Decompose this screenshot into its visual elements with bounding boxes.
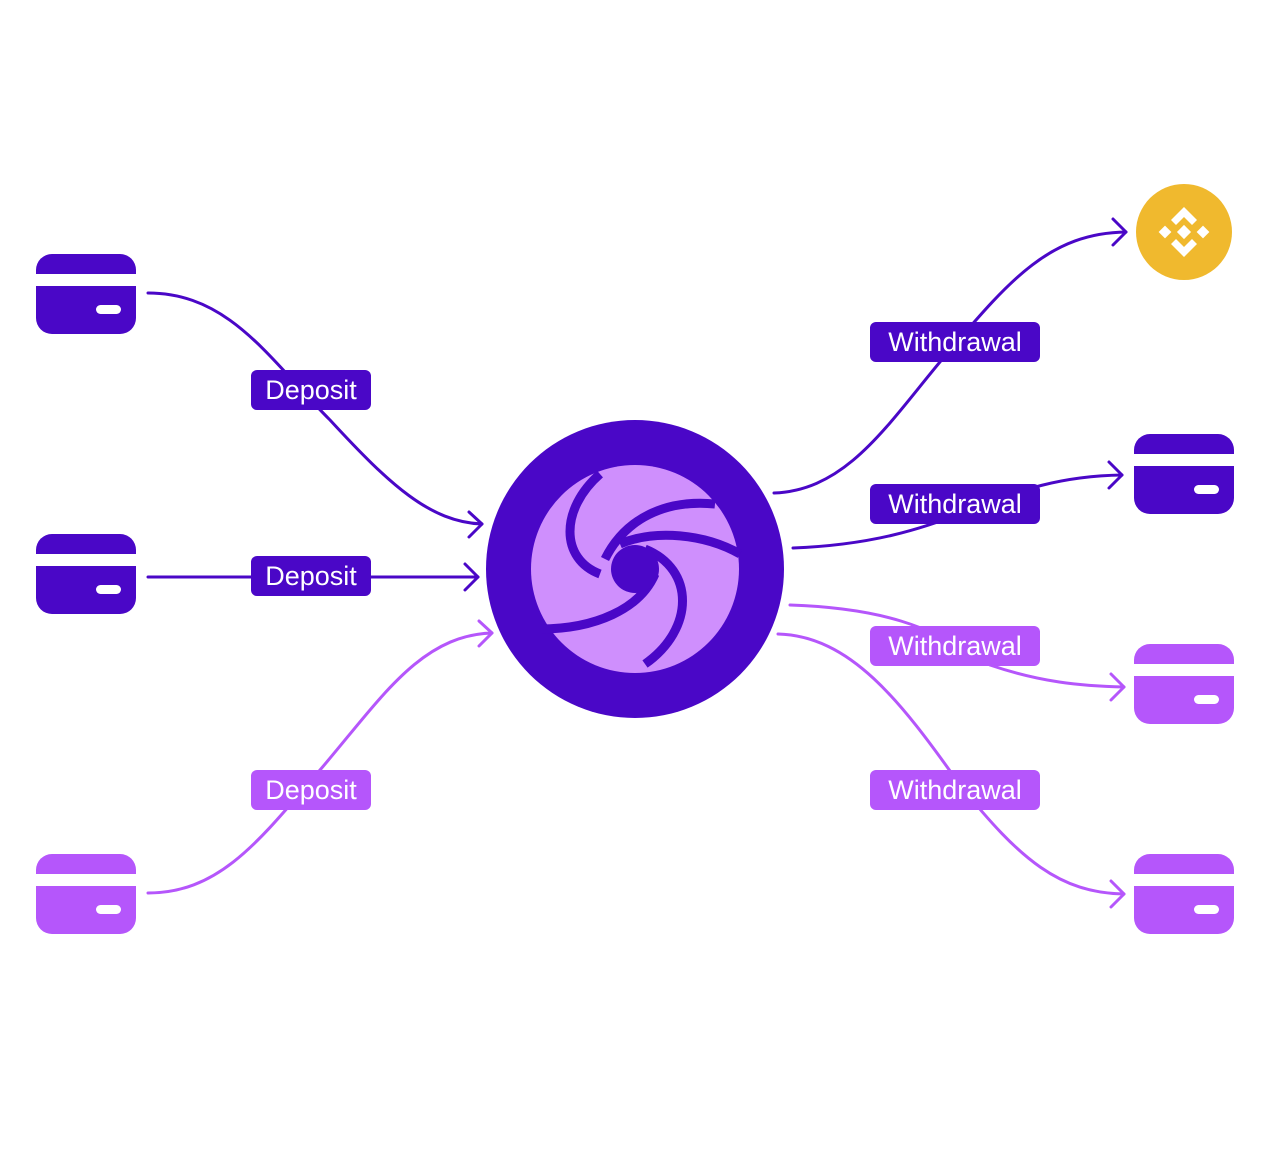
arrowhead-icon (463, 562, 480, 592)
deposit-edge-1 (146, 291, 484, 526)
hub-node[interactable] (486, 420, 784, 718)
withdrawal-label-3: Withdrawal (870, 626, 1040, 666)
arrowhead-icon (1111, 217, 1128, 247)
deposit-edge-3 (146, 631, 494, 895)
credit-card-icon (36, 854, 136, 934)
source-card-3[interactable] (36, 854, 136, 934)
arrowhead-icon (467, 510, 484, 539)
withdrawal-label-2: Withdrawal (870, 484, 1040, 524)
deposit-label-1: Deposit (251, 370, 371, 410)
deposit-label-3: Deposit (251, 770, 371, 810)
arrowhead-icon (1109, 672, 1126, 702)
withdrawal-edge-1 (772, 230, 1128, 495)
arrowhead-icon (1109, 879, 1126, 909)
deposit-label-2: Deposit (251, 556, 371, 596)
credit-card-icon (36, 534, 136, 614)
destination-card-3[interactable] (1134, 644, 1234, 724)
destination-card-2[interactable] (1134, 434, 1234, 514)
source-card-2[interactable] (36, 534, 136, 614)
withdrawal-label-4: Withdrawal (870, 770, 1040, 810)
withdrawal-label-1: Withdrawal (870, 322, 1040, 362)
arrowhead-icon (477, 619, 494, 648)
withdrawal-edge-4 (776, 632, 1126, 896)
source-card-1[interactable] (36, 254, 136, 334)
credit-card-icon (1134, 854, 1234, 934)
arrowhead-icon (1107, 460, 1124, 490)
binance-coin-icon[interactable] (1136, 184, 1232, 280)
destination-card-4[interactable] (1134, 854, 1234, 934)
credit-card-icon (36, 254, 136, 334)
credit-card-icon (1134, 644, 1234, 724)
credit-card-icon (1134, 434, 1234, 514)
